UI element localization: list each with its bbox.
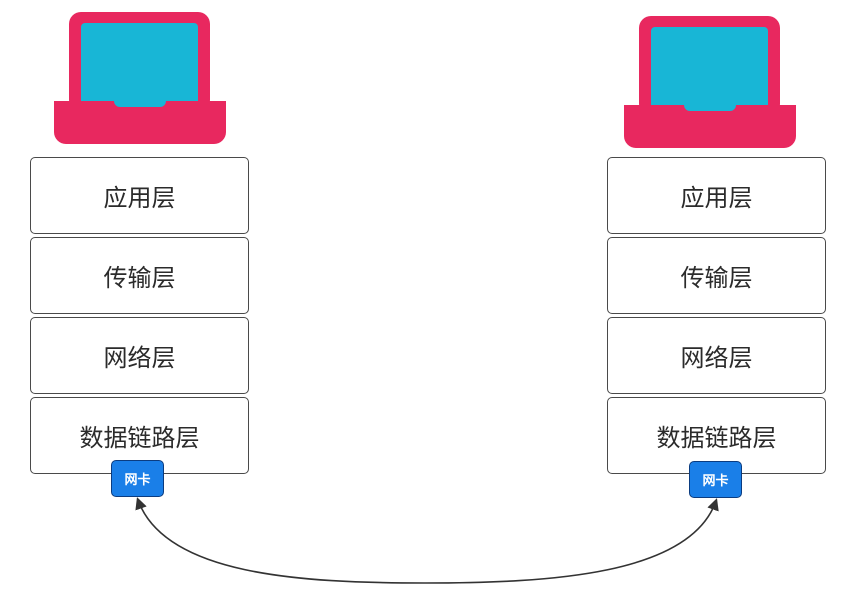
layer-transport: 传输层 bbox=[30, 237, 249, 314]
layer-label: 网络层 bbox=[103, 344, 176, 372]
nic-label: 网卡 bbox=[702, 474, 729, 489]
layer-label: 传输层 bbox=[680, 264, 753, 292]
laptop-icon bbox=[54, 12, 226, 144]
layer-network: 网络层 bbox=[30, 317, 249, 394]
laptop-screen bbox=[81, 23, 198, 107]
laptop-icon bbox=[624, 16, 796, 148]
layer-label: 传输层 bbox=[103, 264, 176, 292]
laptop-base bbox=[624, 105, 796, 148]
nic-label: 网卡 bbox=[124, 473, 151, 488]
host-right-nic: 网卡 bbox=[689, 461, 742, 498]
layer-label: 应用层 bbox=[103, 184, 176, 212]
layer-application: 应用层 bbox=[30, 157, 249, 234]
laptop-base bbox=[54, 101, 226, 144]
laptop-screen bbox=[651, 27, 768, 111]
layer-label: 网络层 bbox=[680, 344, 753, 372]
layer-transport: 传输层 bbox=[607, 237, 826, 314]
layer-label: 数据链路层 bbox=[656, 424, 777, 452]
link-path bbox=[135, 497, 719, 584]
layer-network: 网络层 bbox=[607, 317, 826, 394]
layer-label: 应用层 bbox=[680, 184, 753, 212]
host-left-nic: 网卡 bbox=[111, 460, 164, 497]
layer-label: 数据链路层 bbox=[79, 424, 200, 452]
layer-application: 应用层 bbox=[607, 157, 826, 234]
